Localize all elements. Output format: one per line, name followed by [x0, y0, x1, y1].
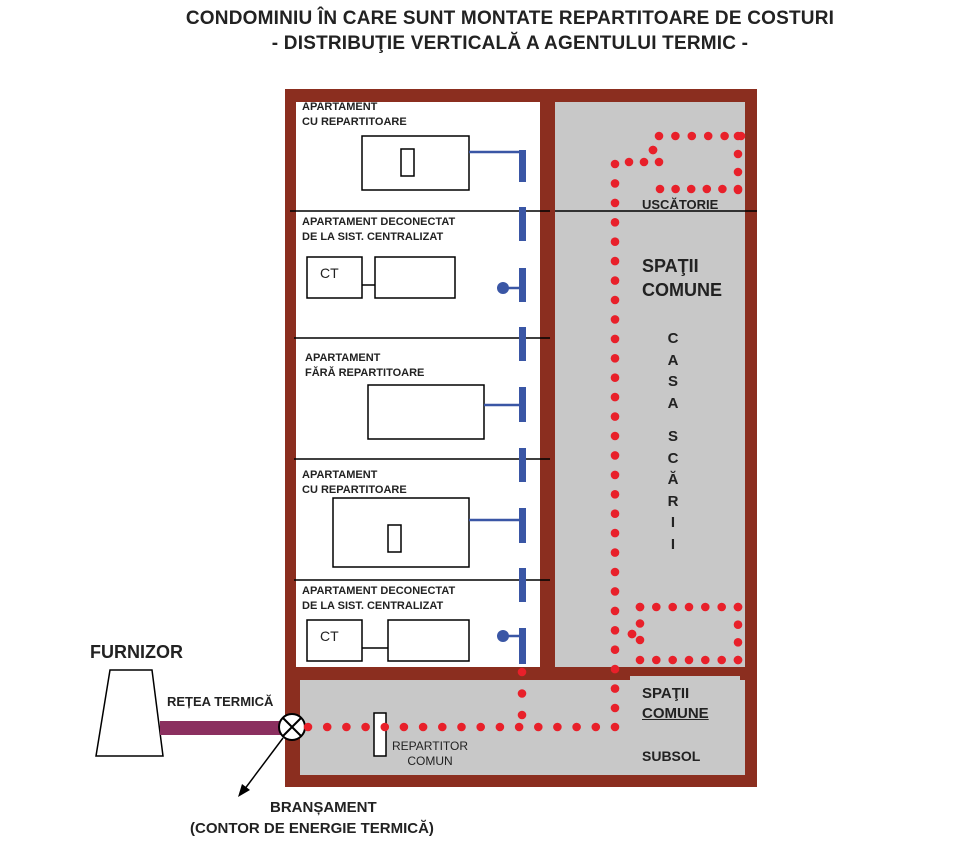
network-pipe [160, 721, 282, 735]
subsol-label: SUBSOL [642, 748, 701, 764]
heat-path [303, 131, 746, 732]
furnizor-label: FURNIZOR [90, 642, 183, 662]
casa-scarii-letter: A [667, 351, 679, 369]
ct-label: CT [320, 265, 339, 281]
cost-allocator [400, 148, 415, 177]
boiler-ct-box [306, 256, 363, 299]
casa-scarii-letter: Ă [667, 471, 679, 488]
radiator [374, 256, 456, 299]
casa-scarii-letter: I [670, 535, 676, 553]
retea-termica-label: REȚEA TERMICĂ [167, 694, 274, 709]
radiator [361, 135, 470, 191]
basement-label-patch [630, 676, 740, 726]
contor-label: (CONTOR DE ENERGIE TERMICĂ) [190, 820, 434, 837]
bransament-arrow [243, 737, 284, 791]
radiator [367, 384, 485, 440]
casa-scarii-letter: S [667, 373, 678, 390]
radiator [387, 619, 470, 662]
casa-scarii-letter: I [670, 514, 676, 531]
bransament-label: BRANȘAMENT [270, 799, 377, 816]
ct-label: CT [320, 628, 339, 644]
casa-scarii-letter: A [667, 394, 679, 412]
boiler-ct-box [306, 619, 363, 662]
disconnected-valve [497, 630, 509, 642]
uscatorie-label: USCĂTORIE [642, 197, 719, 212]
casa-scarii-letter: C [667, 330, 679, 347]
casa-scarii-letter: S [667, 428, 678, 445]
cost-allocator [387, 524, 402, 553]
title-line-2: - DISTRIBUŢIE VERTICALĂ A AGENTULUI TERM… [271, 33, 749, 54]
supplier-station [95, 669, 164, 757]
common-repartitor [373, 712, 387, 757]
title-line-1: CONDOMINIU ÎN CARE SUNT MONTATE REPARTIT… [185, 8, 835, 29]
vertical-riser [519, 150, 526, 664]
casa-scarii-letter: C [667, 449, 679, 467]
stairwell-space [555, 102, 745, 667]
disconnected-valve [497, 282, 509, 294]
casa-scarii-letter: R [667, 492, 679, 510]
